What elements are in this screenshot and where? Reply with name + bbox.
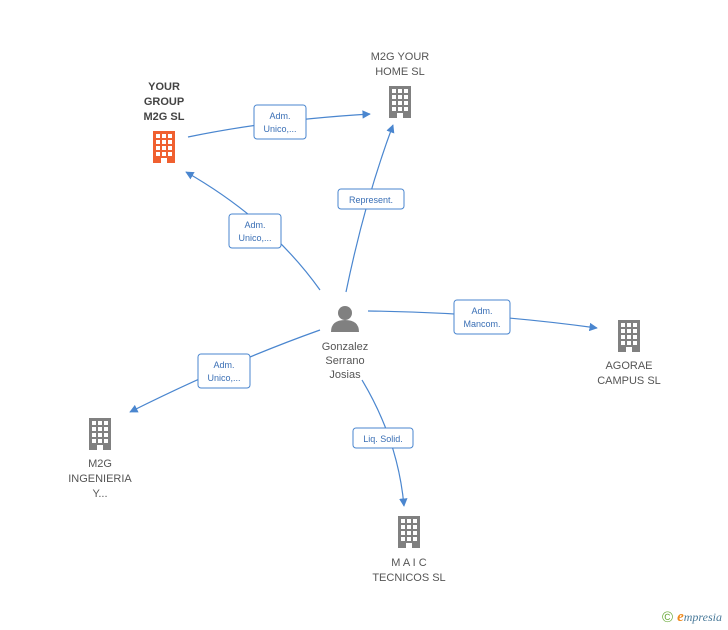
node-label-line: INGENIERIA [68,473,132,485]
edge-label-text: Unico,... [263,124,296,134]
svg-text:AGORAE: AGORAE [605,360,652,372]
svg-text:Adm.: Adm. [213,360,234,370]
building-icon [618,320,640,352]
building-icon [389,86,411,118]
edge-label-e5[interactable]: Adm. Unico,... [197,353,251,389]
edge-label-e1[interactable]: Adm. Unico,... [253,104,307,140]
svg-text:M2G: M2G [88,458,112,470]
svg-text:Represent.: Represent. [349,195,393,205]
svg-text:M A I C: M A I C [391,557,427,569]
node-label-line: M2G SL [144,111,185,123]
building-icon [153,131,175,163]
person-icon [331,306,359,332]
edge-labels: Adm. Unico,... Adm. Unico,... Represent.… [197,104,511,449]
svg-text:Y...: Y... [92,488,107,500]
node-label-line: Serrano [325,355,364,367]
footer-brand[interactable]: © empresia [662,609,722,626]
svg-text:YOUR: YOUR [148,81,180,93]
svg-text:INGENIERIA: INGENIERIA [68,473,132,485]
svg-text:Adm.: Adm. [269,111,290,121]
node-label-line: M2G [88,458,112,470]
brand-initial: e [677,609,684,625]
node-label-line: YOUR [148,81,180,93]
copyright-icon: © [662,609,674,626]
svg-text:Unico,...: Unico,... [238,233,271,243]
edge-label-text: Represent. [349,195,393,205]
edge-label-e3[interactable]: Represent. [337,188,405,210]
svg-text:Liq. Solid.: Liq. Solid. [363,434,403,444]
node-your-group[interactable]: YOUR GROUP M2G SL [144,81,185,163]
edge-label-text: Mancom. [463,319,500,329]
svg-text:Unico,...: Unico,... [207,373,240,383]
edge-label-text: Adm. [244,220,265,230]
svg-text:CAMPUS SL: CAMPUS SL [597,375,661,387]
node-label-line: Josias [329,369,361,381]
edge-label-text: Adm. [213,360,234,370]
edge-label-e2[interactable]: Adm. Unico,... [228,213,282,249]
node-label-line: TECNICOS SL [372,572,445,584]
svg-text:Serrano: Serrano [325,355,364,367]
node-label-line: Gonzalez [322,341,368,353]
svg-text:Josias: Josias [329,369,361,381]
nodes: Gonzalez Serrano Josias YOUR GROUP M2G S… [68,51,661,584]
node-label-line: CAMPUS SL [597,375,661,387]
node-maic[interactable]: M A I C TECNICOS SL [372,516,446,584]
node-label-line: Y... [92,488,107,500]
edge-label-e6[interactable]: Liq. Solid. [352,427,414,449]
svg-text:Gonzalez: Gonzalez [322,341,368,353]
brand-logo: empresia [677,609,722,626]
svg-text:HOME SL: HOME SL [375,66,425,78]
node-label-line: M A I C [391,557,427,569]
node-m2g-ingenieria[interactable]: M2G INGENIERIA Y... [68,418,132,500]
svg-text:GROUP: GROUP [144,96,184,108]
building-icon [398,516,420,548]
node-label-line: AGORAE [605,360,652,372]
svg-text:TECNICOS SL: TECNICOS SL [372,572,445,584]
edge-label-e4[interactable]: Adm. Mancom. [453,299,511,335]
svg-text:Mancom.: Mancom. [463,319,500,329]
edge-label-text: Unico,... [207,373,240,383]
building-icon [89,418,111,450]
node-person[interactable]: Gonzalez Serrano Josias [322,306,368,381]
edge-label-text: Liq. Solid. [363,434,403,444]
edge-label-text: Unico,... [238,233,271,243]
svg-text:Adm.: Adm. [244,220,265,230]
node-agorae[interactable]: AGORAE CAMPUS SL [597,320,661,387]
svg-text:M2G YOUR: M2G YOUR [371,51,430,63]
svg-text:Adm.: Adm. [471,306,492,316]
node-label-line: HOME SL [375,66,425,78]
svg-text:M2G SL: M2G SL [144,111,185,123]
svg-text:Unico,...: Unico,... [263,124,296,134]
edge-label-text: Adm. [471,306,492,316]
node-m2g-home[interactable]: M2G YOUR HOME SL [371,51,430,118]
node-label-line: GROUP [144,96,184,108]
edge-label-text: Adm. [269,111,290,121]
node-label-line: M2G YOUR [371,51,430,63]
brand-name: mpresia [683,610,722,624]
